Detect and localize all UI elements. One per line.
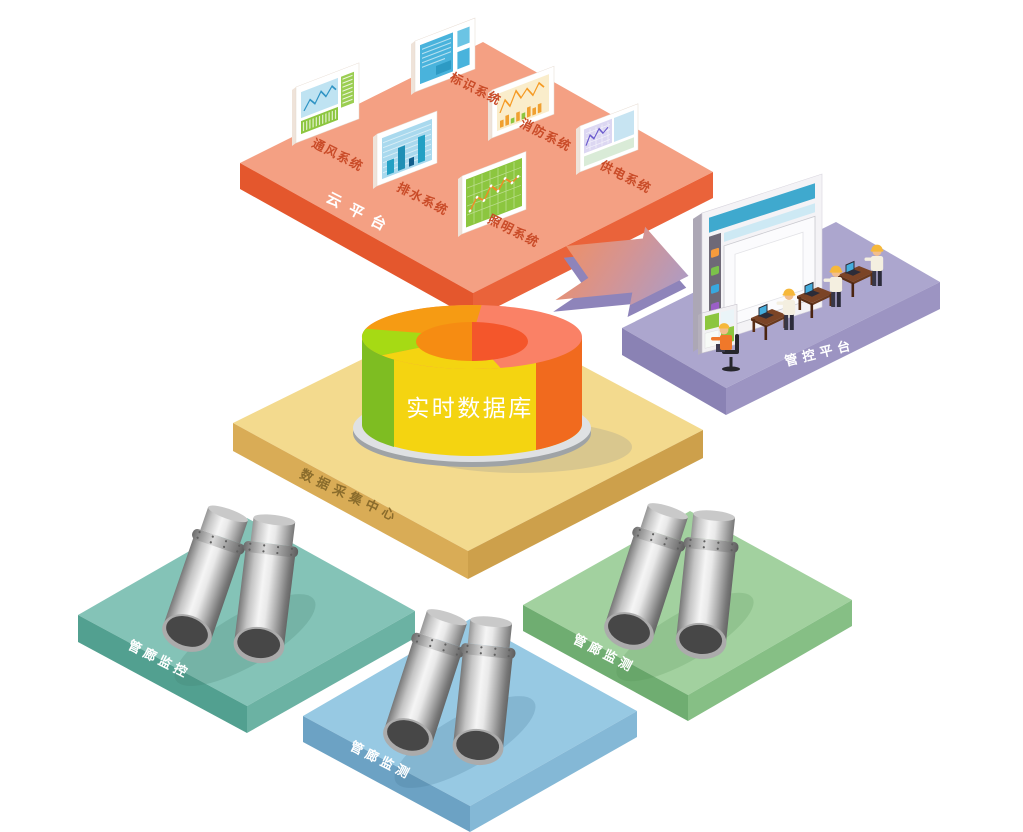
side-panel-lines — [342, 74, 353, 104]
line-series — [469, 176, 519, 212]
arrow-face — [555, 226, 689, 306]
line-series — [585, 126, 609, 146]
system-screen-power — [576, 103, 639, 176]
database-stripe-green — [361, 340, 394, 447]
sitting-operator — [711, 323, 740, 372]
line-series — [303, 85, 337, 112]
data-platform-right-face — [468, 430, 703, 579]
system-screen-identification — [411, 17, 476, 96]
control-platform: 管控平台 — [622, 173, 940, 415]
sidebar-icons — [711, 247, 719, 312]
app-icon-blue — [711, 283, 719, 294]
database-label: 实时数据库 — [406, 395, 534, 421]
chair-seat — [722, 350, 738, 354]
realtime-database: 实时数据库 — [353, 304, 632, 473]
operator-hat — [718, 323, 730, 329]
chart-grid — [383, 123, 431, 174]
screen-edge — [488, 90, 492, 142]
control-platform-left-face — [622, 328, 726, 415]
document-block — [436, 60, 451, 75]
tunnel-right-right-face — [688, 600, 852, 721]
system-screen-drainage — [373, 110, 438, 190]
operator-arm — [711, 337, 721, 341]
database-stripe-orange — [536, 337, 582, 450]
tunnel-right-left-face — [523, 605, 688, 721]
screen-edge — [373, 134, 377, 190]
screen-edge — [458, 176, 462, 238]
tunnel-middle-right-face — [470, 711, 637, 832]
database-body — [362, 337, 582, 456]
app-icon-orange — [711, 247, 719, 258]
line-series — [499, 81, 545, 113]
pane-2 — [721, 309, 734, 327]
operator-body — [720, 335, 732, 350]
sub-strip — [724, 203, 815, 242]
pane-1 — [705, 312, 719, 331]
app-icon-green — [711, 265, 719, 276]
bar-series — [500, 103, 542, 128]
bar-series — [387, 134, 425, 176]
tunnel-middle-left-face — [303, 716, 470, 832]
flow-arrow — [553, 226, 689, 318]
chart-panel — [466, 157, 522, 228]
screen-edge — [576, 126, 580, 176]
system-screen-ventilation — [292, 62, 360, 147]
header-bar — [709, 183, 815, 233]
data-collection-platform: 数据采集中心 实时数据库 — [233, 304, 703, 579]
chair-back — [735, 334, 739, 354]
line-dots — [468, 175, 520, 213]
system-screen-fire — [488, 65, 555, 142]
tunnel-left-right-face — [247, 611, 415, 733]
tunnel-platform-middle: 管廊监测 — [303, 603, 637, 832]
donut-hole-right — [472, 322, 528, 361]
control-platform-right-face — [726, 282, 940, 415]
chart-grid — [586, 122, 610, 151]
data-platform-left-face — [233, 423, 468, 579]
tunnel-left-left-face — [78, 615, 247, 733]
chart-panel — [584, 118, 612, 154]
monitor-edge — [698, 313, 702, 355]
bottom-panel — [584, 137, 634, 167]
line-chart-panel — [301, 77, 338, 119]
system-screen-lighting — [458, 151, 527, 238]
donut-hole-left — [416, 322, 472, 361]
bar-strip-ticks — [302, 109, 337, 132]
side-box-top — [456, 25, 471, 49]
side-box-bottom — [456, 46, 471, 71]
document-lines — [422, 37, 451, 68]
screen-edge — [292, 87, 296, 147]
side-panel — [614, 110, 634, 142]
screen-edge — [411, 41, 415, 96]
cloud-platform-left-face — [240, 163, 473, 319]
